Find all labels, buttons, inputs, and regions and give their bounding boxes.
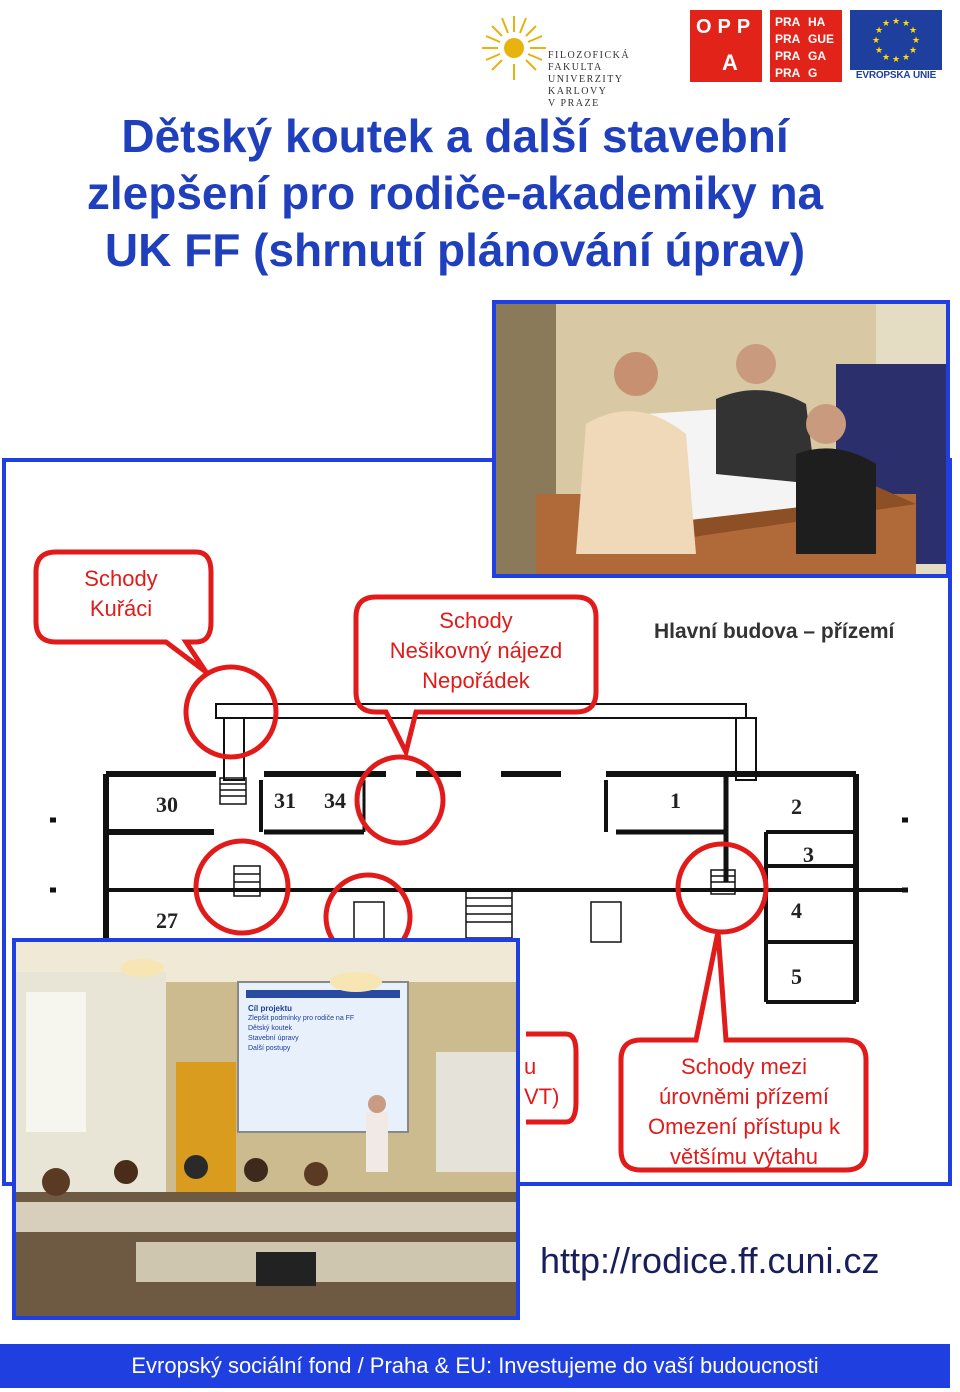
svg-text:★: ★ [912, 36, 920, 46]
svg-text:★: ★ [909, 26, 917, 36]
prague-logo-text: HA [808, 15, 826, 29]
floor-plan-drawing [33, 549, 908, 1173]
callout-line: Omezení přístupu k [648, 1114, 840, 1139]
slide-content: Cíl projektu Zlepšit podmínky pro rodiče… [248, 1004, 398, 1054]
opp-logo: OPP A [690, 10, 762, 82]
title-line: zlepšení pro rodiče-akademiky na [86, 167, 824, 219]
svg-text:★: ★ [892, 55, 900, 65]
svg-text:★: ★ [909, 46, 917, 56]
faculty-name-line: UNIVERZITY KARLOVY [548, 74, 624, 97]
sun-emblem-icon [482, 16, 546, 80]
prague-logo: PRA PRA PRA PRA HA GUE GA G [770, 10, 842, 82]
callout-line: Schody [84, 566, 158, 591]
prague-logo-text: PRA [775, 49, 801, 63]
prague-logo-text: GUE [808, 32, 835, 46]
prague-logo-text: GA [808, 49, 826, 63]
callout-line: VT) [524, 1084, 560, 1109]
slide-line: Další postupy [248, 1045, 291, 1052]
room-number: 3 [803, 842, 814, 867]
prague-logo-text: PRA [775, 66, 801, 80]
page-title: Dětský koutek a další stavební zlepšení … [20, 108, 890, 279]
room-number: 2 [791, 794, 802, 819]
eu-logo: ★★★ ★★★ ★★★ ★★★ EVROPSKÁ UNIE [850, 10, 942, 82]
seminar-illustration [16, 942, 516, 1316]
slide-line: Zlepšit podmínky pro rodiče na FF [248, 1015, 355, 1022]
room-number: 30 [156, 792, 178, 817]
faculty-name-line: V PRAZE [548, 98, 600, 109]
callout-line: Schody mezi [681, 1054, 807, 1079]
callout-line: většímu výtahu [670, 1144, 818, 1169]
prague-logo-text: PRA [775, 15, 801, 29]
floor-plan-heading: Hlavní budova – přízemí [654, 620, 895, 643]
prague-logo-text: G [808, 66, 818, 80]
svg-text:★: ★ [902, 19, 910, 29]
seminar-photo: Cíl projektu Zlepšit podmínky pro rodiče… [12, 938, 520, 1320]
svg-text:★: ★ [892, 17, 900, 27]
svg-text:★: ★ [882, 19, 890, 29]
callout-line: úrovněmi přízemí [659, 1084, 829, 1109]
title-line: UK FF (shrnutí plánování úprav) [104, 224, 806, 276]
room-number: 5 [791, 964, 802, 989]
meeting-photo [492, 300, 950, 578]
room-number: 4 [791, 898, 802, 923]
callout-line: u [524, 1054, 537, 1079]
opp-logo-top: OPP [696, 16, 757, 38]
svg-text:★: ★ [902, 53, 910, 63]
room-number: 34 [324, 788, 346, 813]
callout-partial: u VT) [524, 1052, 574, 1112]
room-number: 27 [156, 908, 178, 933]
svg-text:★: ★ [872, 36, 880, 46]
svg-text:★: ★ [875, 26, 883, 36]
footer-banner: Evropský sociální fond / Praha & EU: Inv… [0, 1344, 950, 1388]
meeting-illustration [496, 304, 946, 574]
room-number: 31 [274, 788, 296, 813]
callout-line: Kuřáci [89, 596, 153, 621]
prague-logo-text: PRA [775, 32, 801, 46]
title-line: Dětský koutek a další stavební [121, 110, 789, 162]
callout-line: Nepořádek [422, 668, 530, 693]
faculty-logo: FILOZOFICKÁ FAKULTA UNIVERZITY KARLOVY V… [482, 6, 682, 109]
room-number: 1 [670, 788, 681, 813]
slide-line: Stavební úpravy [248, 1035, 299, 1042]
faculty-name-line: FILOZOFICKÁ FAKULTA [548, 50, 631, 73]
opp-logo-bottom: A [722, 50, 738, 75]
callout-smokers: Schody Kuřáci [46, 564, 196, 624]
project-url-link[interactable]: http://rodice.ff.cuni.cz [540, 1240, 880, 1281]
callout-line: Nešikovný nájezd [389, 638, 563, 663]
svg-text:★: ★ [875, 46, 883, 56]
callout-elevator: Schody mezi úrovněmi přízemí Omezení pří… [624, 1052, 864, 1172]
eu-caption: EVROPSKÁ UNIE [855, 70, 937, 81]
slide-title: Cíl projektu [248, 1004, 293, 1013]
eu-flag-icon: ★★★ ★★★ ★★★ ★★★ [850, 10, 942, 70]
callout-line: Schody [439, 608, 513, 633]
slide-line: Dětský koutek [248, 1025, 292, 1032]
svg-text:★: ★ [882, 53, 890, 63]
callout-ramp: Schody Nešikovný nájezd Nepořádek [361, 606, 591, 696]
